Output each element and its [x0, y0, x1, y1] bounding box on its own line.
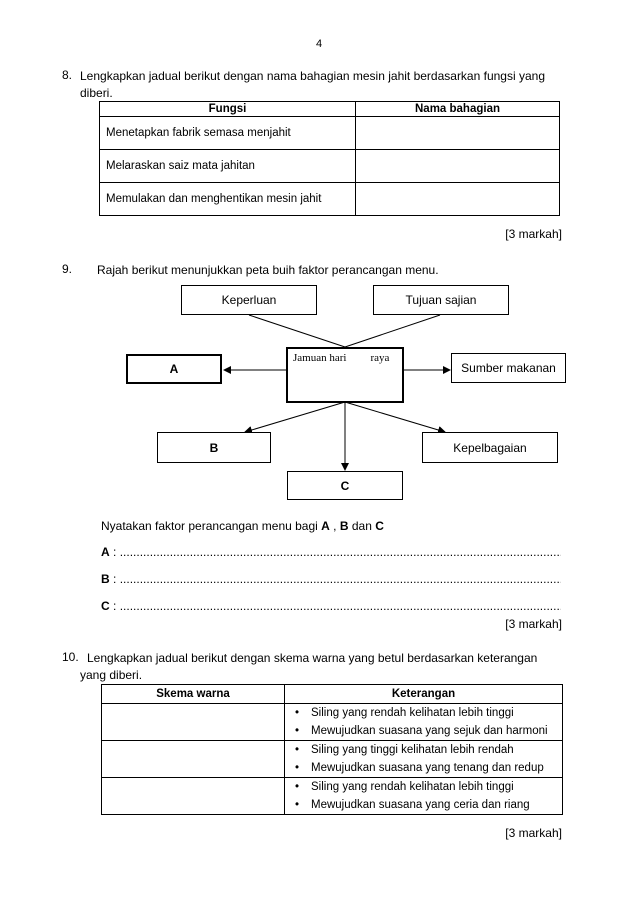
q8-text: Lengkapkan jadual berikut dengan nama ba…: [80, 68, 580, 102]
q8-marks: [3 markah]: [505, 227, 562, 241]
answer-label-c: C: [101, 599, 110, 613]
answer-label-a: A: [101, 545, 110, 559]
bubble-keperluan: Keperluan: [181, 285, 317, 315]
q10-answer-cell[interactable]: [101, 777, 285, 815]
table-row: Memulakan dan menghentikan mesin jahit: [99, 182, 560, 216]
bubble-kepelbagaian: Kepelbagaian: [422, 432, 558, 463]
connector-b: [244, 401, 346, 434]
q8-fungsi-cell: Memulakan dan menghentikan mesin jahit: [99, 182, 356, 216]
answer-line-a[interactable]: A : ....................................…: [101, 545, 561, 559]
bubble-b: B: [157, 432, 271, 463]
answer-line-c[interactable]: C : ....................................…: [101, 599, 561, 613]
q8-header-nama: Nama bahagian: [355, 101, 560, 117]
bubble-a: A: [126, 354, 222, 384]
q10-number: 10.: [62, 650, 79, 664]
table-row: Siling yang rendah kelihatan lebih tingg…: [101, 777, 563, 815]
connector-kepelbagaian: [344, 401, 446, 434]
q9-marks: [3 markah]: [505, 617, 562, 631]
q9-instruction: Nyatakan faktor perancangan menu bagi A …: [101, 518, 384, 535]
instruction-sep: ,: [329, 519, 340, 533]
q10-table: Skema warna Keterangan Siling yang renda…: [101, 684, 563, 815]
q10-text-line1: Lengkapkan jadual berikut dengan skema w…: [80, 650, 580, 667]
q10-header-keterangan: Keterangan: [284, 684, 563, 704]
q10-keterangan-cell: Siling yang rendah kelihatan lebih tingg…: [284, 777, 563, 815]
list-item: Siling yang rendah kelihatan lebih tingg…: [295, 704, 562, 722]
q8-text-line2: diberi.: [80, 86, 113, 100]
answer-colon: :: [113, 572, 117, 586]
list-item: Siling yang tinggi kelihatan lebih renda…: [295, 741, 562, 759]
q9-number: 9.: [62, 262, 73, 276]
q10-text-line1-content: Lengkapkan jadual berikut dengan skema w…: [87, 651, 538, 665]
answer-label-b: B: [101, 572, 110, 586]
page-number: 4: [315, 38, 323, 50]
answer-colon: :: [113, 545, 117, 559]
q10-answer-cell[interactable]: [101, 703, 285, 741]
answer-dots: ........................................…: [119, 572, 561, 586]
center-label-word1: Jamuan hari: [293, 352, 347, 364]
q8-number: 8.: [62, 68, 73, 82]
q10-text-line2: yang diberi.: [80, 668, 143, 682]
q10-answer-cell[interactable]: [101, 740, 285, 778]
connector-tujuan: [344, 314, 441, 348]
q10-marks: [3 markah]: [505, 826, 562, 840]
q8-text-line1: Lengkapkan jadual berikut dengan nama ba…: [80, 69, 545, 83]
q10-keterangan-cell: Siling yang rendah kelihatan lebih tingg…: [284, 703, 563, 741]
answer-dots: ........................................…: [119, 599, 561, 613]
q8-answer-cell[interactable]: [355, 182, 560, 216]
instruction-a: A: [321, 519, 330, 533]
center-label-word2: raya: [370, 352, 390, 364]
instruction-b: B: [339, 519, 349, 533]
list-item: Mewujudkan suasana yang tenang dan redup: [295, 759, 562, 777]
connector-keperluan: [248, 314, 346, 348]
q10-text: Lengkapkan jadual berikut dengan skema w…: [80, 650, 580, 684]
q9-text: Rajah berikut menunjukkan peta buih fakt…: [97, 263, 439, 277]
q8-table: Fungsi Nama bahagian Menetapkan fabrik s…: [99, 101, 560, 216]
q10-header-skema: Skema warna: [101, 684, 285, 704]
table-row: Siling yang rendah kelihatan lebih tingg…: [101, 703, 563, 741]
bubble-sumber-makanan: Sumber makanan: [451, 353, 566, 383]
q10-keterangan-cell: Siling yang tinggi kelihatan lebih renda…: [284, 740, 563, 778]
answer-dots: ........................................…: [119, 545, 561, 559]
answer-line-b[interactable]: B : ....................................…: [101, 572, 561, 586]
list-item: Mewujudkan suasana yang sejuk dan harmon…: [295, 722, 562, 740]
table-row: Siling yang tinggi kelihatan lebih renda…: [101, 740, 563, 778]
instruction-text: Nyatakan faktor perancangan menu bagi: [101, 519, 322, 533]
bubble-center: Jamuan hari raya: [286, 347, 404, 403]
bubble-c: C: [287, 471, 403, 500]
table-row: Menetapkan fabrik semasa menjahit: [99, 116, 560, 150]
answer-colon: :: [113, 599, 117, 613]
bubble-tujuan-sajian: Tujuan sajian: [373, 285, 509, 315]
list-item: Siling yang rendah kelihatan lebih tingg…: [295, 778, 562, 796]
list-item: Mewujudkan suasana yang ceria dan riang: [295, 796, 562, 814]
instruction-c: C: [375, 519, 384, 533]
instruction-dan: dan: [348, 519, 376, 533]
